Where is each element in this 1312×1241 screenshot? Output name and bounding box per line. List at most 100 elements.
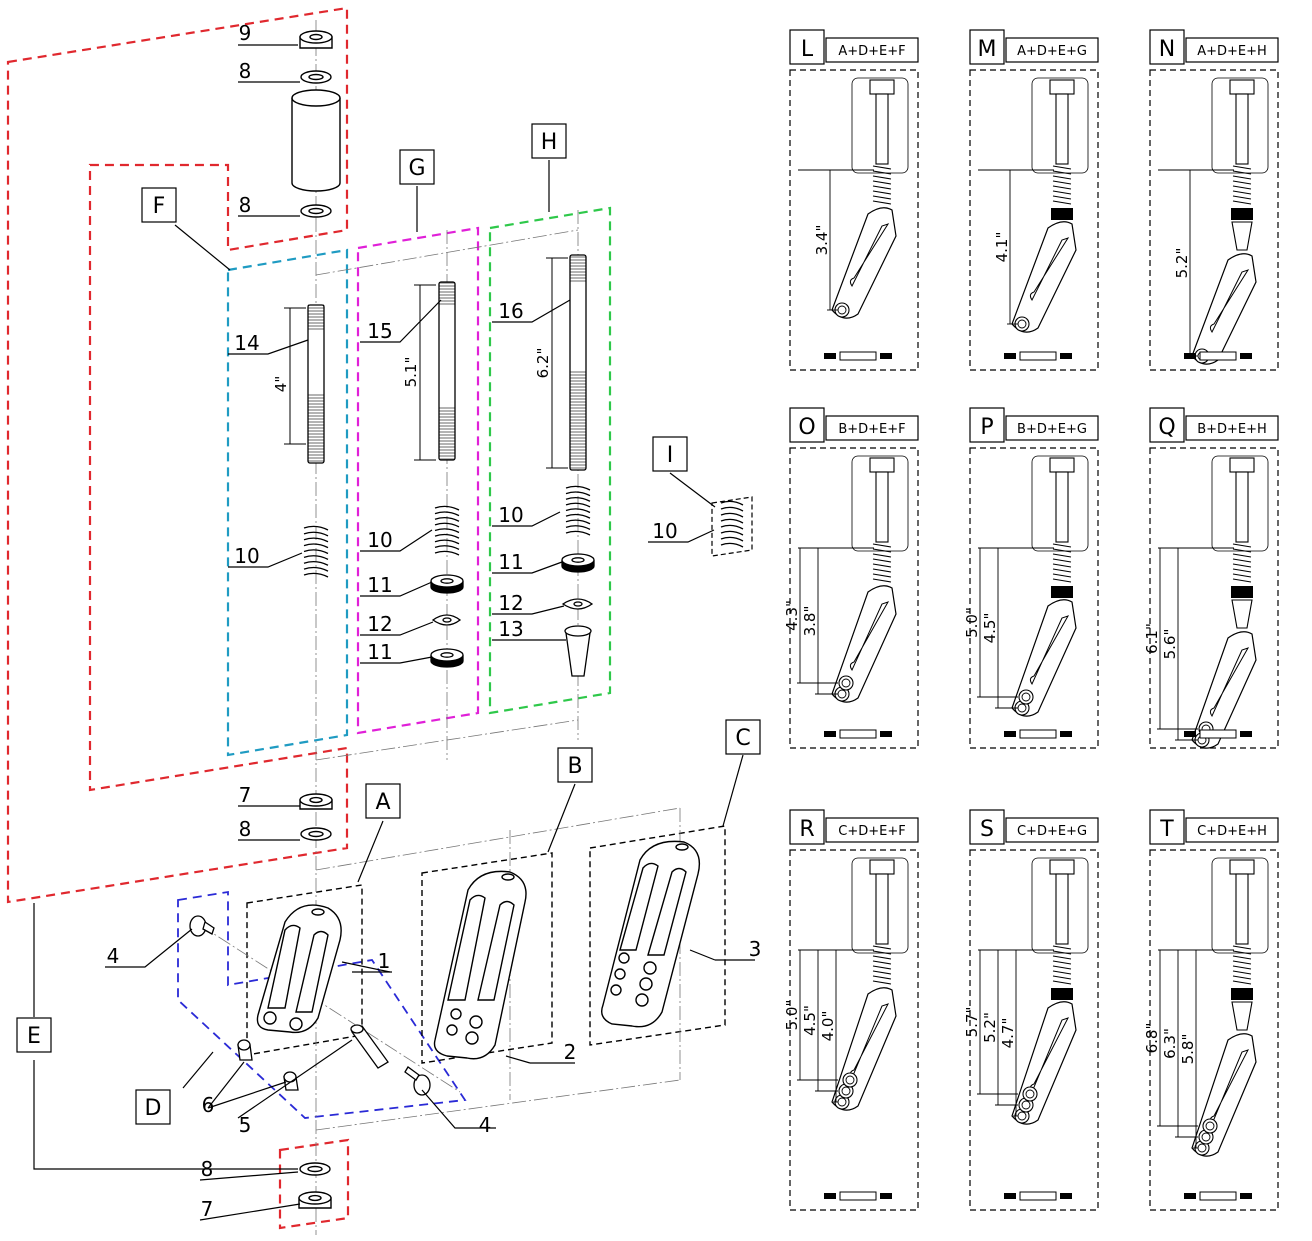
part-13-bumper <box>564 625 592 677</box>
part-8-washer-top <box>300 70 332 84</box>
num-3: 3 <box>749 937 762 961</box>
part-16-rod <box>569 254 587 471</box>
config-dimension: 4.0" <box>819 1011 837 1042</box>
num-7: 7 <box>239 783 252 807</box>
config-combo: A+D+E+G <box>1017 44 1087 59</box>
config-dimension: 4.1" <box>993 232 1011 263</box>
config-dimension: 6.8" <box>1143 1023 1161 1054</box>
num-9: 9 <box>239 21 252 45</box>
config-combo: B+D+E+H <box>1197 422 1267 437</box>
config-letter: O <box>798 415 815 440</box>
group-b-outline <box>421 852 553 1064</box>
num-12: 12 <box>367 612 392 636</box>
config-letter: Q <box>1158 415 1175 440</box>
part-8-washer-mid <box>300 204 332 218</box>
num-12: 12 <box>498 591 523 615</box>
group-d-outline <box>177 890 467 1119</box>
group-e-lower-outline <box>278 1138 350 1230</box>
group-e-outline <box>6 6 349 904</box>
config-dimension: 5.2" <box>1173 248 1191 279</box>
part-15-rod <box>438 281 456 461</box>
group-g-outline <box>356 226 480 735</box>
part-12-clips <box>431 598 594 626</box>
config-panel-n: N A+D+E+H 5.2" <box>1149 29 1279 371</box>
config-letter: R <box>799 817 814 842</box>
label-a: A <box>375 790 390 815</box>
part-9-nut <box>299 30 333 49</box>
label-f: F <box>153 194 166 219</box>
part-1-bracket <box>256 904 342 1034</box>
config-dimension: 5.0" <box>783 1000 801 1031</box>
config-dimension: 5.6" <box>1161 629 1179 660</box>
config-combo: A+D+E+F <box>838 44 905 59</box>
config-combo: C+D+E+F <box>838 824 905 839</box>
label-d: D <box>145 1096 162 1121</box>
rod-threads <box>308 256 586 469</box>
num-13: 13 <box>498 617 523 641</box>
part-4-bolt-left <box>189 915 215 937</box>
letter-labels: F G H I A B C D E <box>27 130 751 1121</box>
springs <box>303 485 744 578</box>
label-e: E <box>27 1024 41 1049</box>
label-i: I <box>667 443 674 468</box>
config-dimension: 6.3" <box>1161 1028 1179 1059</box>
letter-boxes <box>16 123 761 1125</box>
num-8: 8 <box>239 193 252 217</box>
config-letter: M <box>978 37 997 62</box>
part-11-washers <box>430 553 595 668</box>
part-number-labels: 9 8 8 14 15 16 10 10 10 10 11 12 11 11 1… <box>107 21 762 1221</box>
part-2-bracket <box>433 870 527 1060</box>
num-10: 10 <box>652 519 677 543</box>
num-6: 6 <box>202 1093 215 1117</box>
num-14: 14 <box>234 331 259 355</box>
part-8-washer-bottom <box>299 1162 331 1176</box>
config-panel-m: M A+D+E+G 4.1" <box>969 29 1099 371</box>
group-h-outline <box>488 206 612 715</box>
num-8: 8 <box>239 59 252 83</box>
rod-16-length: 6.2" <box>534 348 552 379</box>
rod-dimension-labels: 4" 5.1" 6.2" <box>272 348 552 393</box>
config-dimension: 5.7" <box>963 1007 981 1038</box>
part-5-pin <box>350 1024 389 1069</box>
config-dimension: 4.7" <box>999 1018 1017 1049</box>
part-7-nut-mid <box>299 793 333 810</box>
num-2: 2 <box>564 1040 577 1064</box>
config-combo: B+D+E+F <box>838 422 905 437</box>
config-dimension: 3.8" <box>801 606 819 637</box>
config-panel-o: O B+D+E+F 4.3"3.8" <box>783 407 919 749</box>
config-dimension: 5.8" <box>1179 1034 1197 1065</box>
num-8: 8 <box>201 1157 214 1181</box>
num-1: 1 <box>378 949 391 973</box>
num-4: 4 <box>479 1113 492 1137</box>
config-dimension: 4.3" <box>783 600 801 631</box>
num-11: 11 <box>498 550 523 574</box>
config-letter: S <box>980 817 994 842</box>
config-dimension: 6.1" <box>1143 623 1161 654</box>
label-g: G <box>408 156 425 181</box>
config-letter: N <box>1159 37 1175 62</box>
part-8-washer-low <box>300 827 332 841</box>
num-15: 15 <box>367 319 392 343</box>
num-11: 11 <box>367 640 392 664</box>
config-dimension: 5.0" <box>963 607 981 638</box>
config-combo: C+D+E+G <box>1017 824 1087 839</box>
config-panel-q: Q B+D+E+H 6.1"5.6" <box>1143 407 1279 749</box>
rod-15-length: 5.1" <box>402 357 420 388</box>
num-4: 4 <box>107 944 120 968</box>
num-10: 10 <box>498 503 523 527</box>
label-b: B <box>567 754 582 779</box>
config-letter: L <box>801 37 814 62</box>
config-combo: B+D+E+G <box>1017 422 1087 437</box>
num-8: 8 <box>239 817 252 841</box>
config-combo: A+D+E+H <box>1197 44 1267 59</box>
config-letter: P <box>980 415 993 440</box>
label-h: H <box>541 130 558 155</box>
callout-leaders <box>33 44 755 1221</box>
spacer-tube <box>291 89 341 192</box>
rod-14-length: 4" <box>272 376 290 392</box>
